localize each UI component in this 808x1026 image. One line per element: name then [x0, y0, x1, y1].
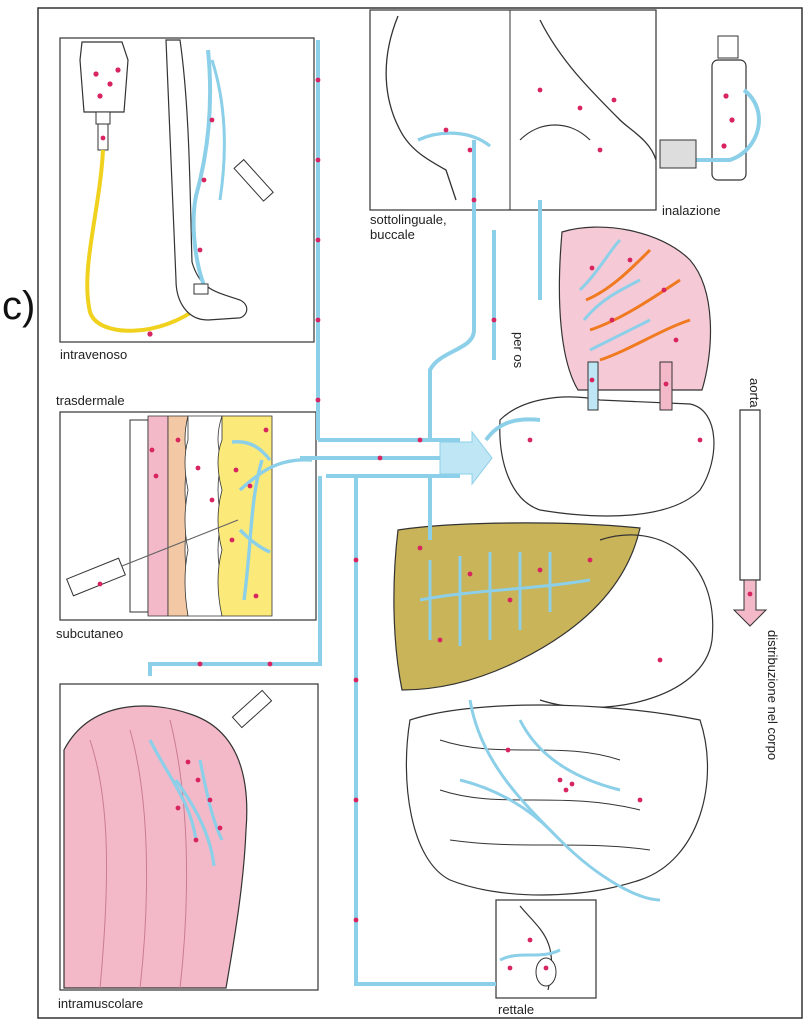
label-inhalation: inalazione [662, 203, 721, 218]
label-subcutaneous: subcutaneo [56, 626, 123, 641]
intramuscular-panel [60, 684, 318, 990]
intravenous-panel [60, 38, 314, 342]
label-intravenous: intravenoso [60, 347, 127, 362]
label-aorta: aorta [747, 378, 762, 408]
liver [394, 523, 640, 690]
label-intramuscular: intramuscolare [58, 996, 143, 1011]
label-transdermal: trasdermale [56, 393, 125, 408]
transdermal-subcutaneous-panel [60, 412, 316, 620]
lungs [559, 227, 710, 390]
aorta-vessel [740, 410, 760, 580]
label-sublingual: sottolinguale, buccale [370, 212, 447, 242]
head-inhalation-panel [370, 10, 759, 210]
iv-bag [80, 42, 128, 112]
label-oral: per os [511, 332, 526, 368]
label-rectal: rettale [498, 1002, 534, 1017]
rectal-panel [496, 900, 596, 998]
label-body-distribution: distribuzione nel corpo [765, 630, 780, 760]
